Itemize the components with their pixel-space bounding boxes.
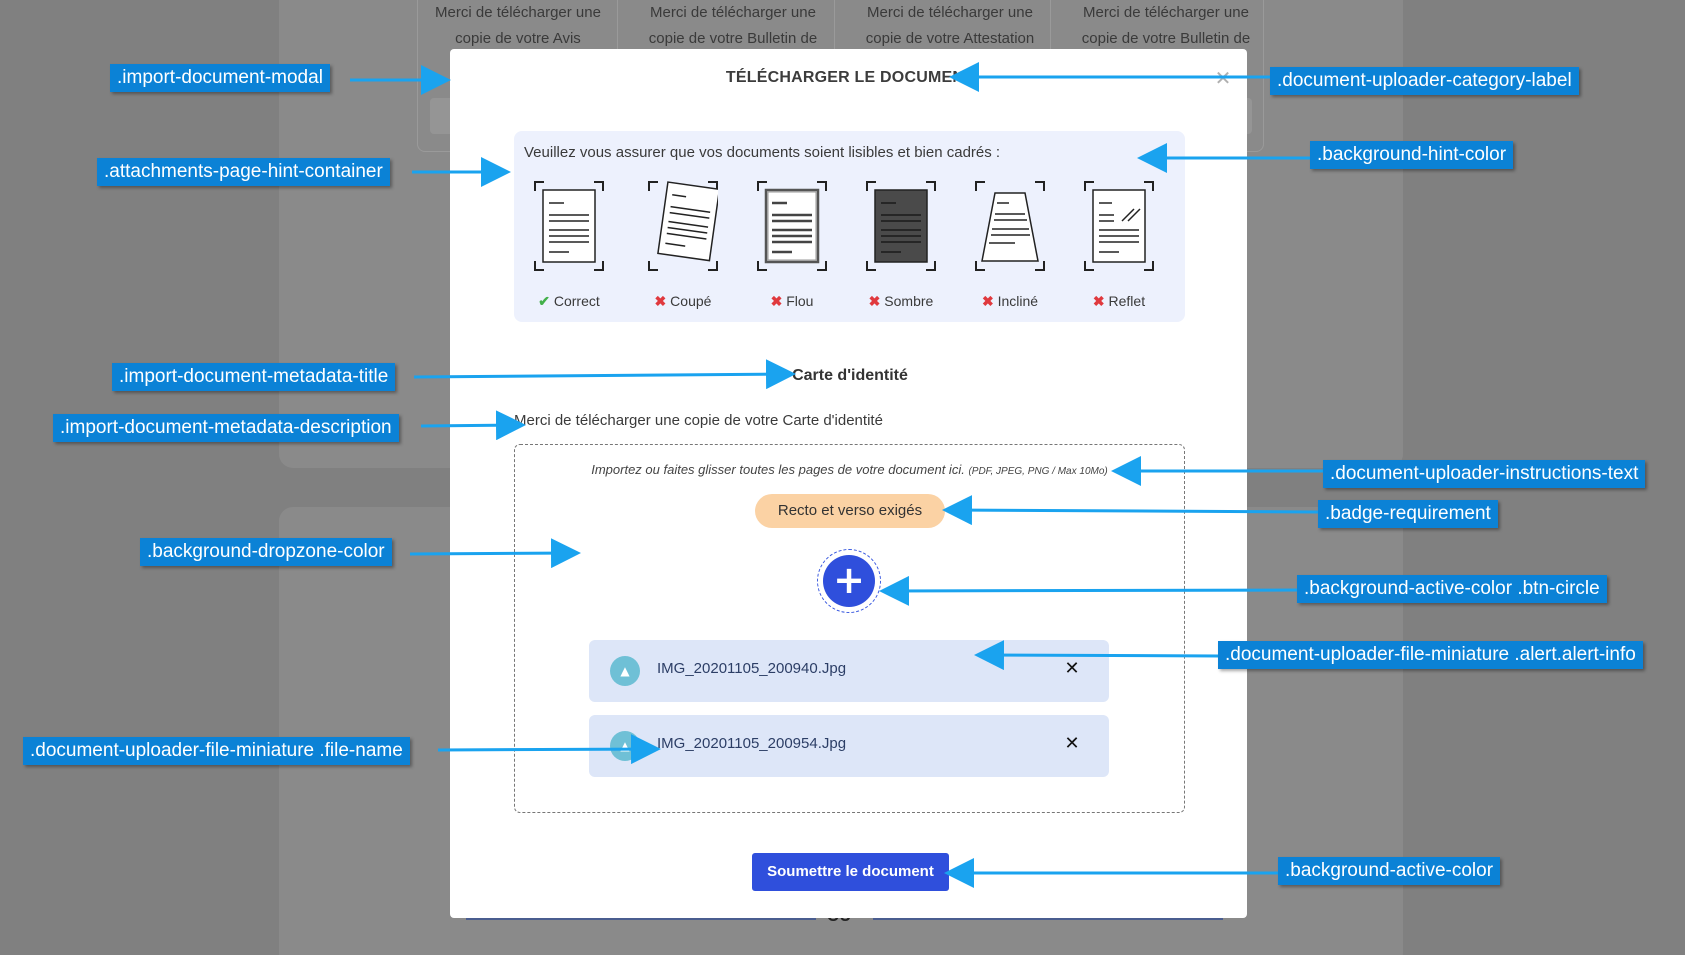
hint-label: Coupé (670, 293, 712, 309)
annotation-label: .import-document-modal (110, 64, 330, 92)
hint-item-dark: ✖ Sombre (856, 181, 946, 311)
background-divider-line (466, 918, 816, 920)
annotation-label: .import-document-metadata-description (53, 414, 399, 442)
close-icon[interactable]: ✕ (1214, 66, 1232, 90)
import-document-metadata-title: Carte d'identité (792, 367, 908, 384)
document-dark-icon (866, 181, 936, 271)
annotation-label: .background-hint-color (1310, 141, 1514, 169)
annotation-label: .import-document-metadata-title (112, 363, 396, 391)
hint-item-glare: ✖ Reflet (1074, 181, 1164, 311)
document-dropzone[interactable]: Importez ou faites glisser toutes les pa… (514, 444, 1185, 813)
annotation-label: .background-active-color .btn-circle (1297, 575, 1607, 603)
document-uploader-instructions-text: Importez ou faites glisser toutes les pa… (515, 462, 1184, 477)
hint-item-correct: ✔ Correct (524, 181, 614, 311)
import-document-modal: TÉLÉCHARGER LE DOCUMENT ✕ Veuillez vous … (450, 49, 1247, 918)
hint-label: Reflet (1108, 293, 1146, 309)
annotation-label: .document-uploader-file-miniature .alert… (1218, 641, 1643, 669)
checkmark-icon: ✔ (538, 293, 550, 309)
instructions-text: Importez ou faites glisser toutes les pa… (591, 462, 965, 477)
file-name: IMG_20201105_200940.Jpg (657, 660, 847, 677)
hint-label: Flou (786, 293, 814, 309)
annotation-label: .document-uploader-instructions-text (1323, 460, 1646, 488)
file-name: IMG_20201105_200954.Jpg (657, 735, 847, 752)
add-file-button-ring[interactable]: + (817, 549, 881, 613)
submit-document-button[interactable]: Soumettre le document (752, 853, 949, 891)
hint-item-tilted: ✖ Incliné (965, 181, 1055, 311)
document-cut-icon (648, 181, 718, 271)
background-card: Merci de télécharger une copie de votre … (1081, 4, 1251, 58)
cross-icon: ✖ (654, 293, 667, 309)
annotation-label: .attachments-page-hint-container (97, 158, 390, 186)
document-blurry-icon (757, 181, 827, 271)
document-uploader-category-label: TÉLÉCHARGER LE DOCUMENT (725, 69, 975, 86)
annotation-label: .document-uploader-category-label (1270, 67, 1579, 95)
import-document-metadata-description: Merci de télécharger une copie de votre … (514, 412, 883, 429)
image-file-icon: ▲ (610, 656, 640, 686)
document-frame-icon (534, 181, 604, 271)
hint-label: Correct (553, 293, 600, 309)
annotation-label: .badge-requirement (1318, 500, 1498, 528)
document-tilted-icon (975, 181, 1045, 271)
file-miniature: ▲ IMG_20201105_200954.Jpg ✕ (589, 715, 1109, 777)
attachments-page-hint-container: Veuillez vous assurer que vos documents … (514, 131, 1185, 322)
cross-icon: ✖ (981, 293, 994, 309)
cross-icon: ✖ (1092, 293, 1105, 309)
instructions-formats: (PDF, JPEG, PNG / Max 10Mo) (968, 466, 1108, 477)
annotation-label: .document-uploader-file-miniature .file-… (23, 737, 410, 765)
cross-icon: ✖ (770, 293, 783, 309)
image-file-icon: ▲ (610, 731, 640, 761)
file-miniature: ▲ IMG_20201105_200940.Jpg ✕ (589, 640, 1109, 702)
hint-label: Incliné (997, 293, 1039, 309)
annotation-label: .background-active-color (1278, 857, 1501, 885)
hint-label: Sombre (884, 293, 934, 309)
hint-item-cut: ✖ Coupé (638, 181, 728, 311)
hint-item-blurry: ✖ Flou (747, 181, 837, 311)
annotation-label: .background-dropzone-color (140, 538, 392, 566)
cross-icon: ✖ (868, 293, 881, 309)
badge-requirement: Recto et verso exigés (755, 494, 945, 528)
remove-file-icon[interactable]: ✕ (1064, 733, 1080, 754)
remove-file-icon[interactable]: ✕ (1064, 658, 1080, 679)
hint-text: Veuillez vous assurer que vos documents … (524, 144, 1001, 161)
document-glare-icon (1084, 181, 1154, 271)
background-divider-line (873, 918, 1223, 920)
add-file-button[interactable]: + (823, 555, 875, 607)
